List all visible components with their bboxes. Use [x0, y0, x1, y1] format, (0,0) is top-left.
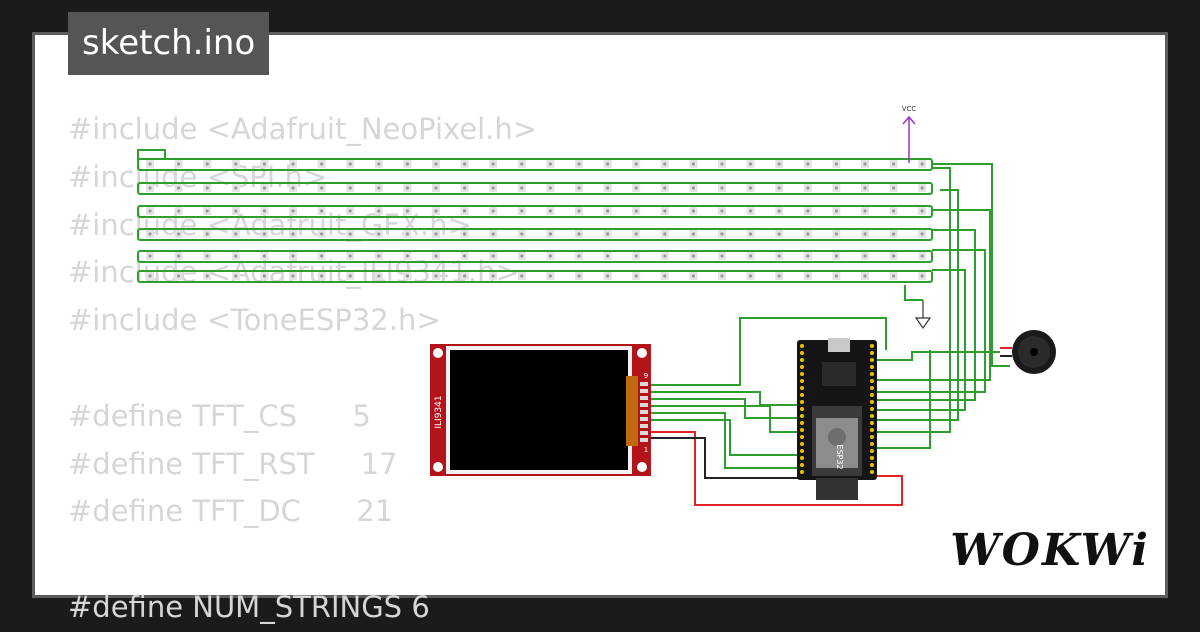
code-line: #include <ToneESP32.h> [68, 303, 441, 338]
display-pin-header [640, 382, 648, 442]
esp32-pin-headers [800, 344, 874, 474]
wokwi-logo: WOKWi [950, 525, 1150, 576]
signal-wires [651, 163, 1010, 469]
code-line: #define TFT_RST 17 [68, 446, 398, 481]
display-pin-bottom-label: 1 [644, 446, 648, 454]
buzzer[interactable] [1012, 330, 1056, 374]
led-strips [146, 160, 927, 280]
code-line: #include <Adafruit_NeoPixel.h> [68, 112, 538, 146]
ground-symbol [914, 300, 932, 330]
display-label: ILI9341 [434, 395, 444, 428]
canvas-panel [32, 32, 1168, 598]
code-line: #include <Adafruit_GFX.h> [68, 207, 472, 242]
ili9341-display[interactable]: ILI9341 9 1 [430, 344, 651, 476]
led-strip-wires [137, 149, 933, 283]
power-wires [651, 347, 1012, 506]
display-screen [450, 350, 628, 470]
espressif-logo-icon [828, 428, 846, 446]
ground-wires [651, 355, 1012, 479]
display-pin-top-label: 9 [644, 372, 648, 380]
esp32-board[interactable]: ESP32 [797, 338, 877, 500]
file-tab[interactable]: sketch.ino [68, 12, 270, 75]
vcc-symbol: VCC [902, 105, 917, 163]
code-line: #define TFT_CS 5 [68, 398, 371, 433]
mcu-label: ESP32 [835, 444, 844, 469]
code-line: #define TFT_DC 21 [68, 494, 394, 529]
code-line: #define NUM_STRINGS 6 [68, 589, 430, 624]
usb-port-icon [828, 338, 850, 352]
vcc-label: VCC [902, 105, 917, 113]
